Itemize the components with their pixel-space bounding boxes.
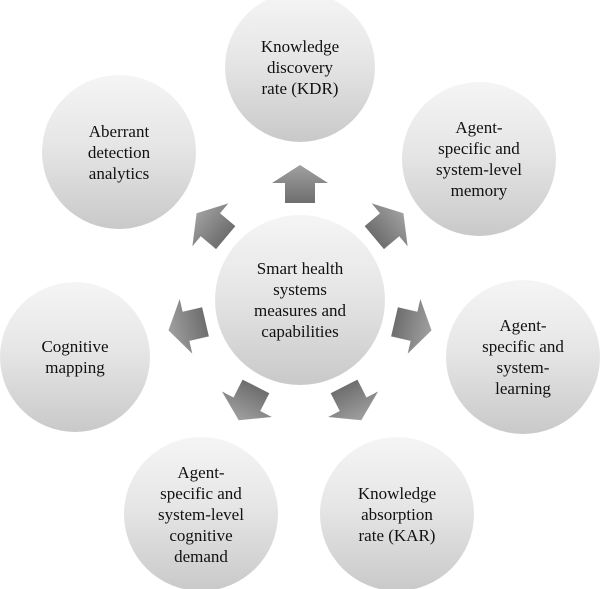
node-label: Knowledge discovery rate (KDR) xyxy=(260,36,340,98)
arrow-icon xyxy=(168,299,209,354)
center-node: Smart health systems measures and capabi… xyxy=(215,215,385,385)
node-label: Agent- specific and system-level memory xyxy=(436,118,522,200)
node-label: Agent- specific and system-level cogniti… xyxy=(158,462,244,566)
arrow-icon xyxy=(328,379,379,421)
node-label: Cognitive mapping xyxy=(41,337,109,377)
node-cognitive-mapping: Cognitive mapping xyxy=(0,282,150,432)
center-label: Smart health systems measures and capabi… xyxy=(253,259,347,341)
arrow-icon xyxy=(192,203,236,250)
arrow-icon xyxy=(391,299,432,354)
arrow-icon xyxy=(364,203,408,250)
node-label: Agent- specific and system- learning xyxy=(482,316,564,398)
node-learning: Agent- specific and system- learning xyxy=(446,280,600,434)
node-aberrant-detection: Aberrant detection analytics xyxy=(42,75,196,229)
arrow-icon xyxy=(272,165,328,203)
node-memory: Agent- specific and system-level memory xyxy=(402,82,556,236)
arrow-icon xyxy=(221,379,272,421)
node-kar: Knowledge absorption rate (KAR) xyxy=(320,437,474,589)
node-label: Aberrant detection analytics xyxy=(87,121,151,183)
node-kdr: Knowledge discovery rate (KDR) xyxy=(225,0,375,142)
node-cognitive-demand: Agent- specific and system-level cogniti… xyxy=(124,437,278,589)
node-label: Knowledge absorption rate (KAR) xyxy=(357,483,437,545)
